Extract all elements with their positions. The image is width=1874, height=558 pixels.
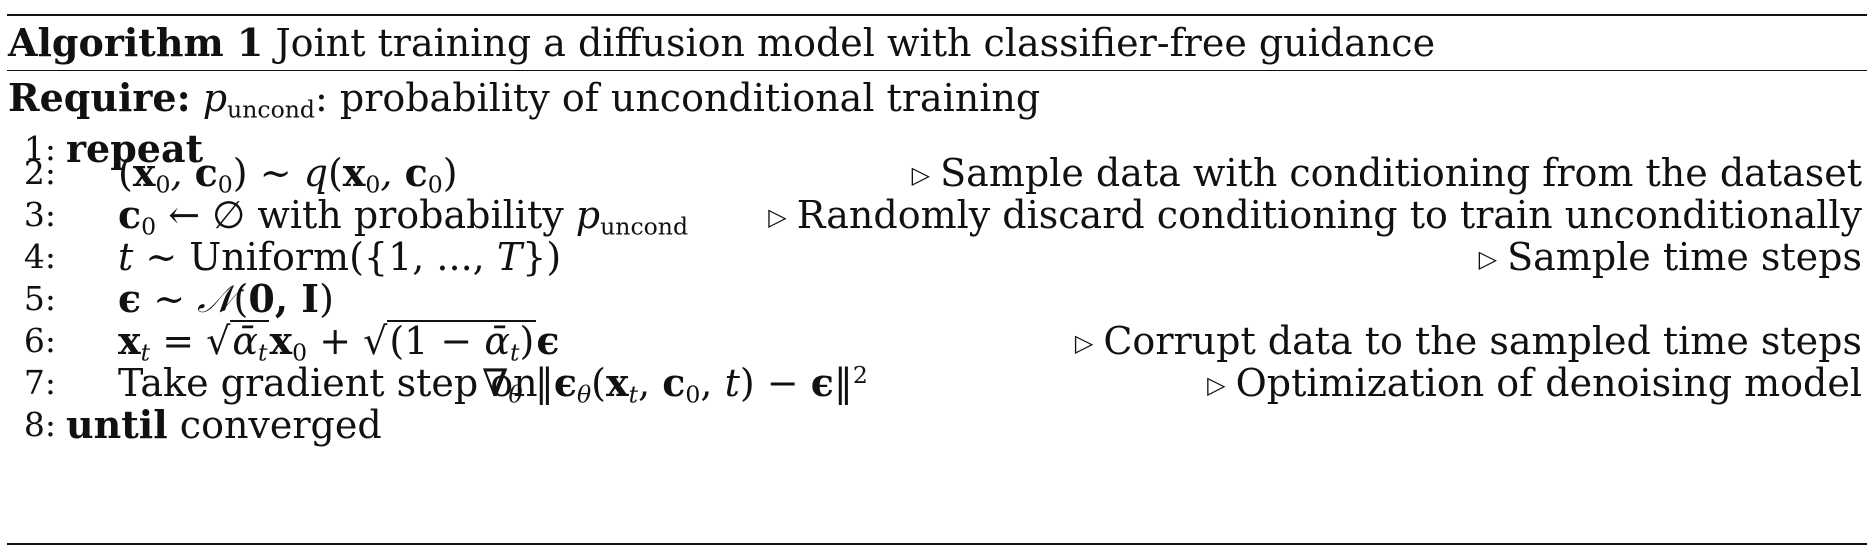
line-comment: ▷Randomly discard conditioning to train … <box>768 193 1862 237</box>
line-number: 1: <box>23 129 56 168</box>
comment-triangle-icon: ▷ <box>768 203 787 231</box>
noise-equation: ϵ ∼ 𝒩(0, I) <box>118 276 334 321</box>
comment-triangle-icon: ▷ <box>1074 329 1094 357</box>
line-number: 6: <box>23 321 56 360</box>
require-line: Require: puncond: probability of uncondi… <box>8 72 1040 124</box>
line-number: 2: <box>23 153 56 192</box>
line-number: 4: <box>23 237 56 276</box>
loss-equation: ∇θ ‖ϵθ(xt, c0, t) − ϵ‖2 <box>482 360 868 409</box>
line-comment: ▷Optimization of denoising model <box>1207 361 1862 405</box>
top-rule <box>7 14 1867 16</box>
require-label: Require: <box>8 75 191 120</box>
algorithm-line-7: 7: Take gradient step on ∇θ ‖ϵθ(xt, c0, … <box>0 358 1874 408</box>
comment-triangle-icon: ▷ <box>1478 245 1498 273</box>
algorithm-line-4: 4: t ∼ Uniform({1, ..., T}) ▷Sample time… <box>0 232 1874 282</box>
bottom-rule <box>7 543 1867 545</box>
discard-equation: c0 ← ∅ with probability puncond <box>118 192 689 241</box>
keyword-repeat: repeat <box>66 126 204 171</box>
line-number: 3: <box>23 195 56 234</box>
corrupt-equation: xt = √ᾱtx0 + √(1 − ᾱt)ϵ <box>118 318 560 367</box>
line-number: 7: <box>23 363 56 402</box>
algorithm-line-6: 6: xt = √ᾱtx0 + √(1 − ᾱt)ϵ ▷Corrupt data… <box>0 316 1874 366</box>
algorithm-label: Algorithm 1 <box>8 20 264 65</box>
line-number: 8: <box>23 405 56 444</box>
keyword-until: until <box>66 402 168 447</box>
timestep-equation: t ∼ Uniform({1, ..., T}) <box>118 235 562 279</box>
until-line: until converged <box>66 402 382 447</box>
title-rule <box>7 70 1867 71</box>
algorithm-title: Algorithm 1 Joint training a diffusion m… <box>8 16 1435 70</box>
line-comment: ▷Sample data with conditioning from the … <box>911 151 1862 195</box>
algorithm-line-2: 2: (x0, c0) ∼ q(x0, c0) ▷Sample data wit… <box>0 148 1874 198</box>
comment-triangle-icon: ▷ <box>1207 371 1226 399</box>
sample-equation: (x0, c0) ∼ q(x0, c0) <box>118 150 458 199</box>
algorithm-line-1: 1: repeat <box>0 124 1874 174</box>
comment-triangle-icon: ▷ <box>911 161 931 189</box>
algorithm-line-5: 5: ϵ ∼ 𝒩(0, I) <box>0 274 1874 324</box>
require-text: : probability of unconditional training <box>314 76 1041 120</box>
algorithm-line-3: 3: c0 ← ∅ with probability puncond ▷Rand… <box>0 190 1874 240</box>
line-comment: ▷Sample time steps <box>1478 235 1862 279</box>
line-number: 5: <box>23 279 56 318</box>
require-variable: puncond <box>202 76 315 124</box>
line-comment: ▷Corrupt data to the sampled time steps <box>1074 319 1862 363</box>
algorithm-title-text: Joint training a diffusion model with cl… <box>275 21 1436 65</box>
algorithm-line-8: 8: until converged <box>0 400 1874 450</box>
gradient-step-text: Take gradient step on <box>118 361 538 405</box>
